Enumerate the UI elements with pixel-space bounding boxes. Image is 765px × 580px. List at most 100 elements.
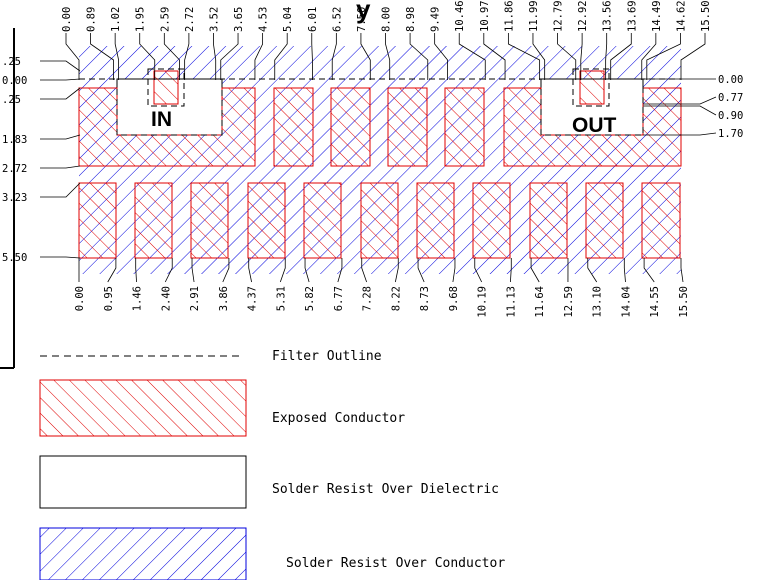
- bottom-pad: [472, 182, 511, 259]
- dimension-label-bottom: 15.50: [678, 286, 690, 318]
- filter-outline: [79, 68, 681, 136]
- dimension-leader: [139, 33, 156, 80]
- legend-swatch-exposed-conductor: [39, 379, 247, 437]
- right-dimensions: 0.000.770.901.70: [643, 74, 743, 140]
- dimension-label-top: 6.01: [307, 7, 319, 32]
- dimension-leader: [40, 134, 81, 140]
- bottom-pad: [416, 182, 455, 259]
- dimension-leader: [304, 258, 310, 283]
- dimension-label-top: 0.00: [61, 7, 73, 32]
- dimension-leader: [248, 258, 252, 283]
- dimension-label-left: 5.50: [2, 252, 27, 264]
- bottom-pad: [190, 182, 229, 259]
- dimension-leader: [623, 258, 626, 283]
- dimension-leader: [409, 33, 429, 80]
- in-signal-pad: [153, 70, 179, 105]
- dimension-label-bottom: 7.28: [362, 286, 374, 311]
- dimension-label-top: 13.56: [602, 0, 614, 32]
- dimension-leader: [643, 132, 717, 136]
- bottom-pad: [360, 182, 399, 259]
- dimension-leader: [164, 258, 173, 283]
- legend-swatch-solder-resist-dielectric: [39, 455, 247, 509]
- dimension-label-top: 5.04: [282, 7, 294, 32]
- dimension-leader: [40, 78, 81, 81]
- dimension-leader: [163, 33, 180, 80]
- legend-label-solder-resist-dielectric: Solder Resist Over Dielectric: [272, 482, 499, 497]
- dimension-label-top: 15.50: [700, 0, 712, 32]
- dimension-leader: [90, 33, 114, 80]
- dimension-leader: [40, 182, 81, 198]
- dimension-leader: [557, 33, 577, 80]
- dimension-label-right: 1.70: [718, 128, 743, 140]
- dimension-leader: [510, 258, 512, 283]
- dimension-leader: [40, 165, 81, 169]
- dimension-leader: [191, 258, 195, 283]
- dimension-label-bottom: 14.55: [649, 286, 661, 318]
- dimension-label-bottom: 0.00: [74, 286, 86, 311]
- dimension-label-top: 2.72: [184, 7, 196, 32]
- dimension-leader: [680, 33, 706, 80]
- dimension-leader: [311, 33, 313, 80]
- dimension-leader: [385, 33, 391, 80]
- dimension-label-bottom: 12.59: [563, 286, 575, 318]
- dimension-label-top: 3.65: [233, 7, 245, 32]
- dimension-label-right: 0.77: [718, 92, 743, 104]
- dimension-leader: [65, 33, 80, 80]
- dimension-leader: [254, 33, 264, 80]
- dimension-label-top: 9.49: [430, 7, 442, 32]
- bottom-pad: [641, 182, 681, 259]
- dimension-label-left: 1.83: [2, 134, 27, 146]
- dimension-leader: [532, 33, 546, 80]
- dimension-label-right: 0.90: [718, 110, 743, 122]
- dimension-label-top: 12.79: [553, 0, 565, 32]
- dimension-label-bottom: 5.31: [275, 286, 287, 311]
- out-signal-pad: [579, 70, 605, 105]
- out-label: OUT: [572, 114, 617, 137]
- dimension-label-top: 8.98: [405, 7, 417, 32]
- dimension-label-top: 13.69: [626, 0, 638, 32]
- dimension-label-top: 14.62: [675, 0, 687, 32]
- dimension-label-bottom: 8.22: [390, 286, 402, 311]
- dimension-leader: [107, 258, 117, 283]
- dimension-leader: [279, 258, 286, 283]
- dimension-leader: [641, 33, 657, 80]
- dimension-leader: [274, 33, 288, 80]
- legend-swatch-solder-resist-conductor: [39, 527, 247, 580]
- dimension-label-top: 6.52: [331, 7, 343, 32]
- dimension-leader: [40, 256, 81, 259]
- dimension-leader: [643, 105, 717, 116]
- dimension-label-bottom: 1.46: [132, 286, 144, 311]
- top-pads: [78, 70, 682, 167]
- dimension-leader: [360, 33, 371, 80]
- dimension-label-top: 7.50: [356, 7, 368, 32]
- dimension-label-bottom: 11.64: [534, 286, 546, 318]
- dimension-leader: [483, 33, 506, 80]
- dimension-label-bottom: 14.04: [620, 286, 632, 318]
- dimension-label-bottom: 8.73: [419, 286, 431, 311]
- dimension-label-bottom: 2.40: [160, 286, 172, 311]
- bottom-pad: [529, 182, 568, 259]
- in-label: IN: [151, 108, 172, 131]
- dimension-label-bottom: 0.95: [103, 286, 115, 311]
- dimension-label-bottom: 13.10: [592, 286, 604, 318]
- bottom-pad: [303, 182, 342, 259]
- legend-label-filter-outline: Filter Outline: [272, 349, 382, 364]
- dimension-label-top: 1.02: [110, 7, 122, 32]
- dimension-label-left: 2.72: [2, 163, 27, 175]
- dimension-label-top: 10.97: [479, 0, 491, 32]
- dimension-label-top: 2.59: [159, 7, 171, 32]
- dimension-leader: [135, 258, 137, 283]
- dimension-label-bottom: 2.91: [189, 286, 201, 311]
- title-fragment: y: [356, 0, 371, 24]
- dimension-leader: [331, 33, 337, 80]
- dimension-leader: [40, 87, 81, 100]
- dimension-leader: [220, 33, 239, 80]
- dimension-label-left: 0.00: [2, 75, 27, 87]
- dimension-label-bottom: 11.13: [505, 286, 517, 318]
- dimension-leader: [361, 258, 367, 283]
- dimension-label-top: 0.89: [86, 7, 98, 32]
- dimension-label-top: 3.52: [208, 7, 220, 32]
- dimension-label-top: 10.46: [454, 0, 466, 32]
- dimension-label-top: 8.00: [381, 7, 393, 32]
